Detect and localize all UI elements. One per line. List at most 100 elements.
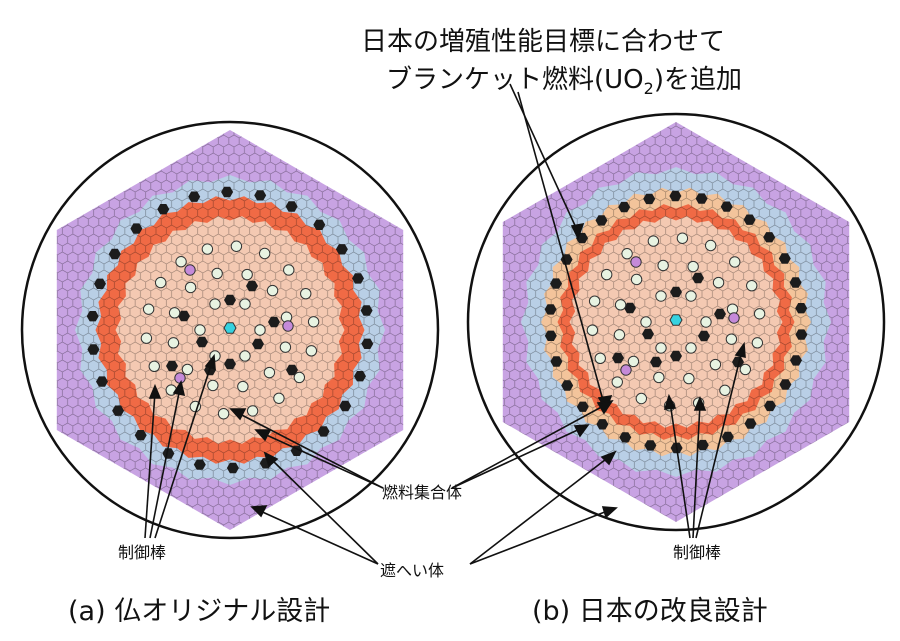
arrow-head-icon xyxy=(596,399,614,415)
fuel-pin-marker xyxy=(246,405,259,417)
annotation-arrows xyxy=(144,83,746,565)
arrow-head-icon xyxy=(734,341,746,359)
arrow-head-icon xyxy=(263,451,279,468)
control-rod xyxy=(576,401,589,412)
control-rod xyxy=(642,328,654,340)
assembly-markers xyxy=(140,240,320,420)
fuel-pin-marker xyxy=(627,355,640,368)
fuel-pin-marker xyxy=(729,256,741,268)
arrow-head-icon xyxy=(693,395,707,411)
fuel-pin-marker xyxy=(657,259,669,272)
control-rod xyxy=(108,248,121,260)
control-rod xyxy=(550,356,563,367)
fuel-pin-marker xyxy=(241,268,253,281)
fuel-pin-marker xyxy=(258,247,271,260)
arrow-head-icon xyxy=(148,383,162,399)
special-pin-marker xyxy=(174,372,186,384)
control-rod xyxy=(361,338,374,349)
fuel-pin-marker xyxy=(746,279,758,292)
arrow-rod-b3 xyxy=(695,349,743,539)
control-rod xyxy=(779,379,792,390)
control-rod xyxy=(795,329,808,340)
fuel-pin-marker xyxy=(239,298,251,310)
fuel-pin-marker xyxy=(635,392,648,405)
fuel-pin-marker xyxy=(239,350,251,362)
arrow-head-icon xyxy=(204,353,216,371)
fuel-pin-marker xyxy=(194,324,206,336)
fuel-pin-marker xyxy=(142,303,155,315)
label-shield: 遮へい体 xyxy=(380,561,444,580)
fuel-pin-marker xyxy=(687,260,699,273)
arrow-fuel-a2 xyxy=(261,432,384,489)
fuel-pin-marker xyxy=(700,316,712,328)
fuel-pin-marker xyxy=(293,371,306,384)
control-rod xyxy=(162,448,175,459)
fuel-pin-marker xyxy=(181,363,194,376)
control-rod xyxy=(544,304,557,315)
arrow-callout-2 xyxy=(517,91,605,405)
arrow-shield-a1 xyxy=(257,509,379,565)
control-rod xyxy=(643,193,656,205)
fuel-pin-marker xyxy=(237,380,249,393)
arrow-rod-b2 xyxy=(692,403,701,539)
control-rod xyxy=(193,459,206,470)
fuel-pin-marker xyxy=(300,287,312,300)
control-rods xyxy=(544,190,808,454)
fuel-pin-marker xyxy=(753,308,766,320)
fuel-pin-marker xyxy=(683,372,695,385)
arrow-head-icon xyxy=(570,222,585,241)
control-rods xyxy=(86,186,374,474)
control-rod xyxy=(790,355,802,366)
arrow-rod-a2 xyxy=(149,387,181,539)
fuel-pin-marker xyxy=(704,239,717,252)
control-rod xyxy=(714,308,726,320)
center-assembly xyxy=(223,322,237,334)
control-rod xyxy=(224,294,236,306)
label-control-rod-b: 制御棒 xyxy=(673,543,721,562)
control-rod xyxy=(317,426,330,437)
fuel-pin-marker xyxy=(640,316,652,328)
control-rod xyxy=(226,462,239,474)
fuel-pin-marker xyxy=(739,363,752,376)
control-rod xyxy=(743,214,756,225)
control-rod xyxy=(96,376,108,387)
fuel-pin-marker xyxy=(279,341,292,353)
core-improved-design xyxy=(466,112,886,532)
control-rod xyxy=(339,400,352,412)
control-rod xyxy=(624,302,636,314)
fuel-pin-marker xyxy=(586,324,599,336)
label-control-rod-a: 制御棒 xyxy=(118,543,166,562)
control-rod xyxy=(224,358,236,370)
arrow-head-icon xyxy=(254,429,272,442)
control-rod xyxy=(254,190,267,201)
arrow-head-icon xyxy=(600,450,617,466)
arrow-rod-a3 xyxy=(154,361,213,539)
control-rod xyxy=(670,350,682,362)
fuel-pin-marker xyxy=(211,267,223,280)
control-rod xyxy=(87,344,100,355)
fuel-pin-marker xyxy=(140,332,153,344)
special-pin-marker xyxy=(184,264,196,276)
fuel-pin-marker xyxy=(201,243,214,255)
control-rod xyxy=(130,223,143,234)
fuel-pin-marker xyxy=(175,256,187,268)
fuel-pin-marker xyxy=(655,342,667,354)
control-rod xyxy=(698,330,710,342)
fuel-pin-marker xyxy=(209,298,221,310)
control-rod xyxy=(618,201,631,213)
control-rod xyxy=(789,277,802,288)
arrow-fuel-b2 xyxy=(451,427,583,489)
fuel-pin-marker xyxy=(217,408,230,420)
control-rod xyxy=(669,190,682,202)
control-rod xyxy=(595,215,608,226)
core-original-design xyxy=(20,120,440,540)
caption-b: (b) 日本の改良設計 xyxy=(532,596,768,627)
arrow-shield-b1 xyxy=(469,455,611,565)
control-rod xyxy=(188,191,201,202)
fuel-pin-marker xyxy=(148,360,160,373)
control-rod xyxy=(112,405,125,416)
fuel-pin-marker xyxy=(685,342,697,354)
fuel-pin-marker xyxy=(307,316,320,328)
fuel-pin-marker xyxy=(168,307,181,319)
control-rod xyxy=(612,352,624,364)
